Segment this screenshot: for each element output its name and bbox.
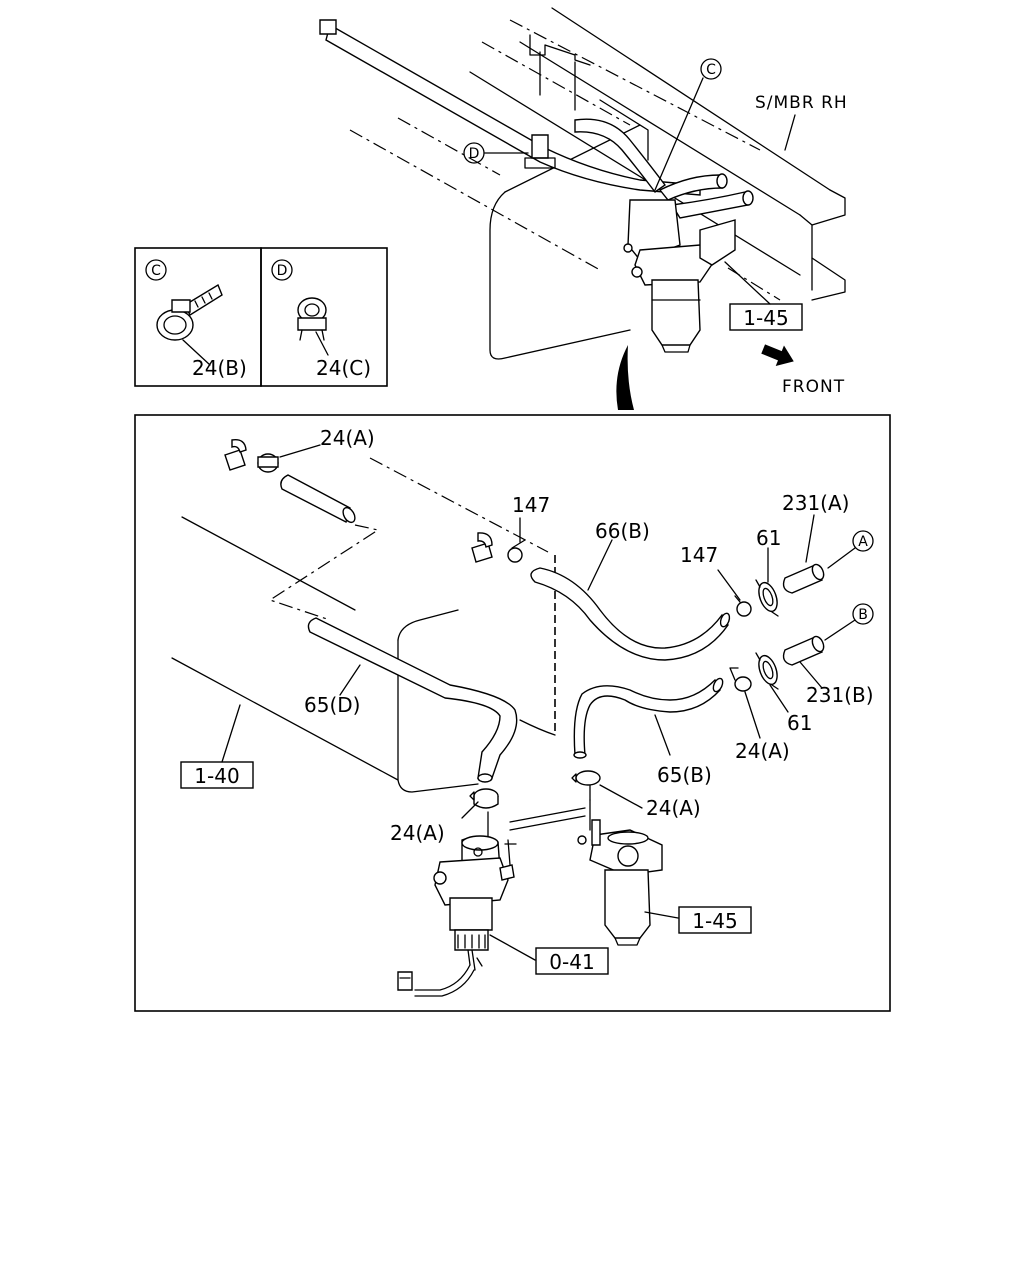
detail-c-part-label: 24(B)	[192, 356, 247, 380]
ref-a-text: A	[858, 534, 868, 550]
detail-c-badge: C	[151, 263, 161, 279]
clamp-24a-right-label: 24(A)	[735, 739, 790, 763]
detail-d-panel: D 24(C)	[260, 247, 388, 387]
filler-fitting	[224, 439, 247, 471]
hose-65b	[573, 678, 721, 756]
ref-box-1-45-bottom	[678, 906, 752, 934]
front-arrow-icon	[761, 344, 794, 366]
clip-147-right-label: 147	[680, 543, 718, 567]
callout-c-text: C	[706, 62, 716, 78]
side-member-label: S/MBR RH	[755, 93, 848, 113]
ref-1-45-top-text: 1-45	[743, 306, 788, 330]
short-hose-segment	[280, 474, 351, 524]
clamp-24a-top-label: 24(A)	[320, 426, 375, 450]
part-61-bottom-label: 61	[787, 711, 812, 735]
clip-147-left	[507, 539, 526, 563]
ref-box-0-41	[535, 947, 609, 975]
hose-65d-label: 65(D)	[304, 693, 360, 717]
front-label: FRONT	[782, 377, 845, 397]
side-member-rail	[469, 7, 846, 301]
exploded-view: 24(A) 65(D) 1-40 147 66(B)	[134, 414, 891, 1012]
clamp-24a-left	[469, 788, 499, 809]
pipe-231b-label: 231(B)	[806, 683, 874, 707]
clip-147-left-label: 147	[512, 493, 550, 517]
clamp-24a-top	[257, 453, 279, 473]
hose-clip-icon	[297, 297, 327, 341]
tank-fitting-center	[471, 532, 493, 563]
callout-c-marker	[700, 58, 722, 80]
clamp-24a-left-label: 24(A)	[390, 821, 445, 845]
ref-1-45-bottom-text: 1-45	[692, 909, 737, 933]
hose-66b-label: 66(B)	[595, 519, 650, 543]
hose-65b-label: 65(B)	[657, 763, 712, 787]
hose-66b	[530, 567, 729, 661]
ref-1-40-text: 1-40	[194, 764, 239, 788]
ref-b-text: B	[858, 607, 868, 623]
clip-147-right	[734, 595, 752, 617]
part-61-top-label: 61	[756, 526, 781, 550]
part-61-bottom	[755, 652, 779, 690]
overview-fuel-filter	[623, 199, 736, 353]
pipe-231a-label: 231(A)	[782, 491, 849, 515]
ref-a-marker	[852, 530, 874, 552]
detail-c-panel: C 24(B)	[134, 247, 262, 387]
ref-box-1-40	[180, 761, 254, 789]
ref-b-marker	[852, 603, 874, 625]
callout-d-marker	[463, 142, 485, 164]
detail-d-badge: D	[277, 263, 288, 279]
overview-hose-main	[325, 23, 701, 196]
cable-tie-icon	[156, 283, 223, 341]
pointer-arrow-icon	[616, 345, 634, 410]
part-61-top	[755, 579, 779, 617]
clamp-24a-center-label: 24(A)	[646, 796, 701, 820]
overview-hose-secondary	[574, 118, 666, 193]
fuel-filter-1-45	[577, 819, 663, 946]
callout-d-text: D	[469, 146, 480, 162]
clamp-24a-center	[571, 770, 601, 801]
ref-0-41-text: 0-41	[549, 950, 594, 974]
hose-65d	[307, 617, 518, 779]
ref-box-1-45-top	[729, 303, 803, 331]
top-overview: C D S/MBR RH 1-45 FRONT	[319, 7, 848, 410]
clamp-24a-right	[729, 667, 752, 692]
fuel-filter-0-41	[397, 835, 517, 997]
detail-d-part-label: 24(C)	[316, 356, 371, 380]
bracket	[529, 34, 591, 66]
